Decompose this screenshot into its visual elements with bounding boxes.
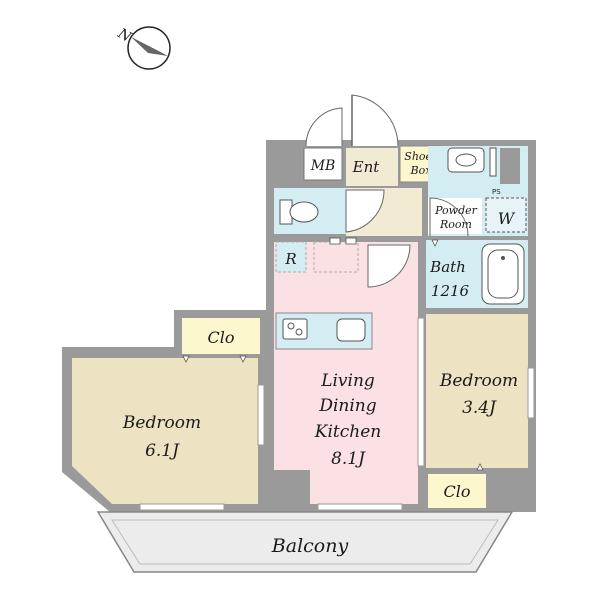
ldk-size: 8.1J	[331, 449, 366, 469]
bath: Bath 1216	[426, 239, 528, 308]
mb-label: MB	[310, 158, 336, 174]
balcony: Balcony	[96, 511, 514, 573]
meter-box: MB	[303, 147, 343, 181]
powder-room: PS W Powder Room	[428, 146, 528, 237]
ldk-line2: Dining	[318, 396, 376, 416]
bedroom-left-size: 6.1J	[145, 441, 180, 461]
stove-icon	[282, 318, 308, 340]
bath-size: 1216	[431, 282, 470, 300]
closet-left-label: Clo	[208, 328, 235, 347]
shoes-box-line2: Box	[410, 164, 433, 177]
sliding-door	[417, 317, 425, 467]
bedroom-left-window	[257, 384, 265, 446]
bathtub-icon	[481, 243, 525, 305]
ldk-line1: Living	[320, 371, 375, 391]
washbasin-icon	[447, 147, 485, 173]
entrance: Ent	[346, 148, 398, 186]
bedroom-left-balcony-window	[139, 503, 225, 511]
closet-right: Clo	[428, 474, 486, 508]
entrance-label: Ent	[352, 158, 381, 176]
washer-label: W	[498, 209, 516, 228]
closet-right-label: Clo	[444, 482, 471, 501]
toilet-room	[274, 188, 385, 234]
bath-label: Bath	[429, 258, 466, 276]
compass: N	[114, 25, 171, 70]
refrigerator-label: R	[284, 250, 296, 268]
bedroom-left: Bedroom 6.1J	[72, 358, 265, 511]
closet-left: Clo	[182, 318, 260, 363]
ldk-balcony-window	[317, 503, 403, 511]
powder-room-line2: Room	[439, 218, 472, 231]
bedroom-right: Bedroom 3.4J	[417, 314, 535, 471]
ldk-line3: Kitchen	[314, 422, 381, 442]
bedroom-right-size: 3.4J	[462, 398, 497, 418]
ps-label: PS	[492, 188, 501, 196]
refrigerator: R	[275, 241, 307, 273]
powder-room-line1: Powder	[434, 204, 478, 217]
living-dining-kitchen: Living Dining Kitchen 8.1J	[274, 241, 418, 511]
entrance-door	[305, 94, 399, 147]
washer-area	[485, 197, 527, 233]
bedroom-right-name: Bedroom	[439, 371, 518, 391]
sink-icon	[336, 318, 366, 342]
toilet-icon	[289, 201, 319, 223]
bedroom-right-window	[527, 367, 535, 419]
balcony-label: Balcony	[271, 535, 349, 557]
bedroom-left-name: Bedroom	[122, 413, 201, 433]
entrance-hall	[329, 188, 422, 245]
